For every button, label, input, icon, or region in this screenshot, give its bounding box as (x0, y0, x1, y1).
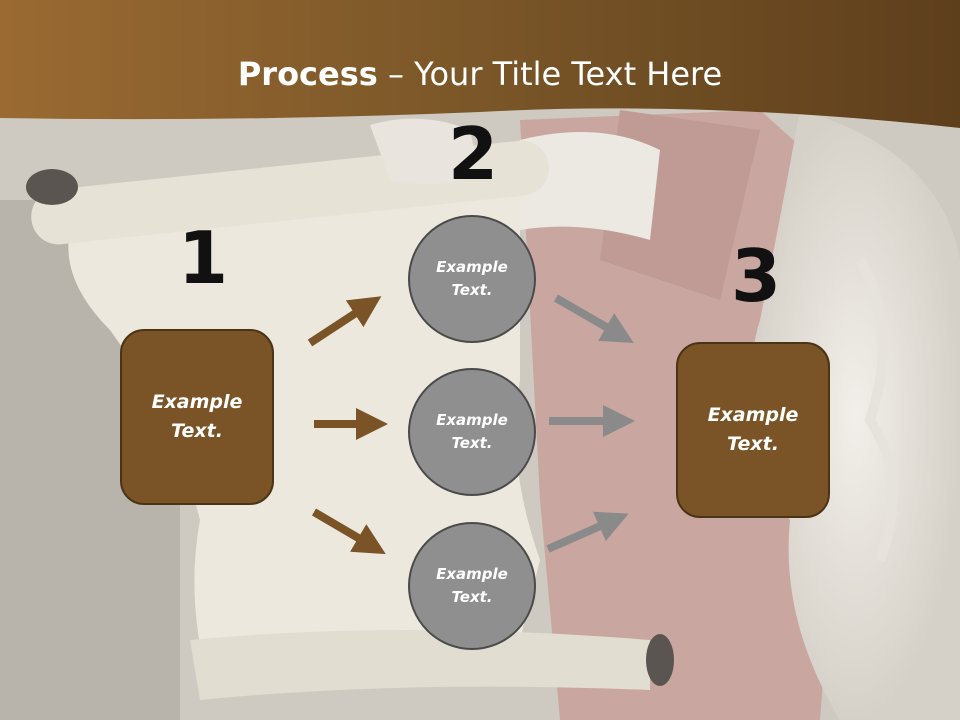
title-bold: Process (237, 55, 378, 93)
step-number-3: 3 (731, 234, 782, 318)
step-2-circle-2-text: Example Text. (436, 411, 508, 452)
step-2-circle-2: Example Text. (408, 368, 536, 496)
step-3-text: Example Text. (707, 404, 799, 455)
arrow-2c-to-3 (546, 511, 629, 553)
step-2-circle-1: Example Text. (408, 215, 536, 343)
step-3-box: Example Text. (676, 342, 830, 518)
step-1-text: Example Text. (151, 391, 243, 442)
arrow-2a-to-3 (553, 294, 634, 344)
arrow-1-to-2c (311, 508, 386, 555)
step-number-2: 2 (448, 112, 499, 196)
step-2-circle-1-text: Example Text. (436, 258, 508, 299)
step-2-circle-3: Example Text. (408, 522, 536, 650)
arrow-1-to-2a (307, 296, 382, 347)
step-number-1: 1 (178, 216, 229, 300)
step-1-box: Example Text. (120, 329, 274, 505)
slide-title: Process – Your Title Text Here (0, 55, 960, 93)
step-2-circle-3-text: Example Text. (436, 565, 508, 606)
title-rest: – Your Title Text Here (377, 55, 723, 93)
